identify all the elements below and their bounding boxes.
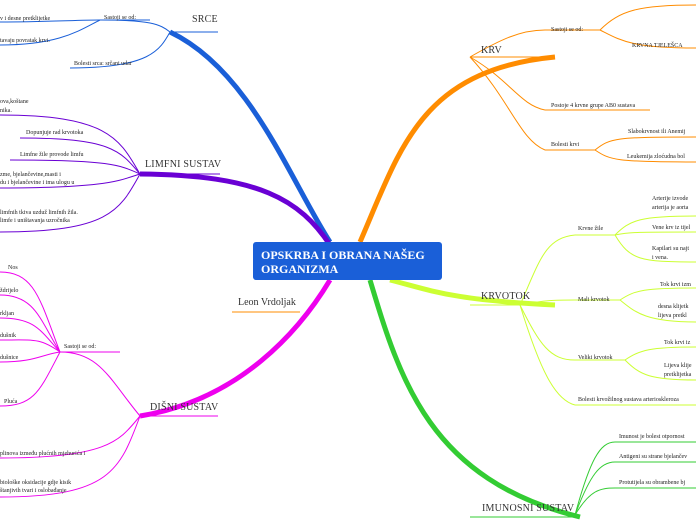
limfni-low-line1[interactable]: limfnih tkiva uzduž limfnih žila. [0, 210, 78, 216]
krvotok-mali-detail-line2[interactable]: lijeva pretkl [658, 313, 687, 319]
krvotok-veliki[interactable]: Veliki krvotok [578, 355, 613, 361]
limfni-mid-line1[interactable]: zme, bjelančevine,masti i [0, 172, 61, 178]
disni-zdrijelo[interactable]: ždrijelo [0, 288, 19, 294]
krvotok-arterije-line1[interactable]: Arterije izvode [652, 196, 689, 202]
krvotok-mali-detail-line1[interactable]: desna klijetk [658, 304, 689, 310]
krv-leukemija[interactable]: Leukemija zloćudna bol [627, 154, 685, 160]
srce-sastoji[interactable]: Sastoji se od: [104, 15, 137, 21]
branch-line-srce [168, 29, 333, 244]
branch-limfni-sustav[interactable]: LIMFNI SUSTAV [145, 159, 222, 170]
branch-line-krv [357, 54, 556, 243]
branch-krvotok[interactable]: KRVOTOK [481, 291, 531, 302]
disni-nos[interactable]: Nos [8, 265, 18, 271]
krvotok-kapilari-line1[interactable]: Kapilari su najt [652, 246, 689, 252]
imunosni-imunost[interactable]: Imunost je bolest otpornost [619, 434, 685, 440]
central-topic[interactable]: OPSKRBA I OBRANA NAŠEG ORGANIZMA [253, 242, 442, 280]
branch-line-imunosni [367, 279, 581, 520]
limfni-top-line1[interactable]: ova,koštane [0, 99, 29, 105]
branch-srce[interactable]: SRCE [192, 14, 218, 25]
imunosni-antigeni[interactable]: Antigeni su strane bjelančev [619, 454, 688, 460]
krvotok-mali[interactable]: Mali krvotok [578, 297, 610, 303]
limfni-mid-line2[interactable]: du i bjelančevine i ima ulogu u [0, 180, 75, 186]
krvotok-kapilari-line2[interactable]: i vena. [652, 255, 668, 261]
krv-bolesti[interactable]: Bolesti krvi [551, 142, 580, 148]
krvotok-veliki-detail-line2[interactable]: pretklijetka [664, 372, 692, 378]
srce-item-povratak[interactable]: tavaju povratak krvi. [0, 38, 50, 44]
disni-grkljan[interactable]: rkljan [0, 311, 14, 317]
srce-item-pretklijetke[interactable]: v i desne pretklijetke [0, 16, 51, 22]
central-topic-line2: ORGANIZMA [261, 262, 339, 276]
disni-sastoji[interactable]: Sastoji se od: [64, 344, 97, 350]
branch-disni-sustav[interactable]: DIŠNI SUSTAV [150, 402, 219, 413]
limfni-dopunjuje[interactable]: Dopunjuje rad krvotoka [26, 130, 84, 136]
krvotok-vene[interactable]: Vene krv iz tijel [652, 225, 691, 231]
imunosni-protutijela[interactable]: Protutijela su obrambene bj [619, 480, 686, 486]
disni-oksidacija-line2[interactable]: štanjivih tvari i oslobađanje [0, 488, 67, 494]
branch-line-limfni [139, 171, 333, 247]
krvotok-bolesti[interactable]: Bolesti krvožilnog sustava arteriosklero… [578, 397, 679, 403]
disni-dusnice[interactable]: dušnice [0, 355, 19, 361]
disni-dusnik[interactable]: dušnik [0, 333, 17, 339]
disni-oksidacija-line1[interactable]: biološke oksidacije gdje kisik [0, 480, 72, 486]
branch-line-krvotok [389, 277, 556, 308]
limfni-limfne-zile[interactable]: Limfne žile provode limfu [20, 152, 84, 158]
branch-line-disni [139, 278, 333, 419]
krvotok-arterije-line2[interactable]: arterija je aorta [652, 205, 689, 211]
disni-pluca[interactable]: Pluća [4, 399, 18, 405]
limfni-top-line2[interactable]: nika. [0, 108, 12, 114]
srce-bolesti[interactable]: Bolesti srca: srčani udar [74, 61, 132, 67]
krv-slabokrvnost[interactable]: Slabokrvnost ili Anemij [628, 129, 686, 135]
krvotok-veliki-detail-line1[interactable]: Lijeva klije [664, 363, 692, 369]
limfni-low-line2[interactable]: limfe i uništavanja uzročnika [0, 218, 70, 224]
central-topic-line1: OPSKRBA I OBRANA NAŠEG [261, 248, 425, 262]
branch-krv[interactable]: KRV [481, 45, 502, 56]
krvotok-mali-tok[interactable]: Tok krvi izm [660, 282, 691, 288]
krvotok-veliki-tok[interactable]: Tok krvi iz [664, 340, 691, 346]
krv-sastoji[interactable]: Sastoji se od: [551, 27, 584, 33]
branch-imunosni-sustav[interactable]: IMUNOSNI SUSTAV [482, 503, 575, 514]
disni-izmjena-plinova[interactable]: plinova između plućnih mjehurića i [0, 451, 86, 457]
author-label: Leon Vrdoljak [238, 297, 296, 308]
krv-krvna-tjelesca[interactable]: KRVNA TJELEŠCA [632, 43, 683, 49]
krv-krvne-grupe[interactable]: Postoje 4 krvne grupe AB0 sustava [551, 103, 636, 109]
krvotok-krvne-zile[interactable]: Krvne žile [578, 226, 604, 232]
